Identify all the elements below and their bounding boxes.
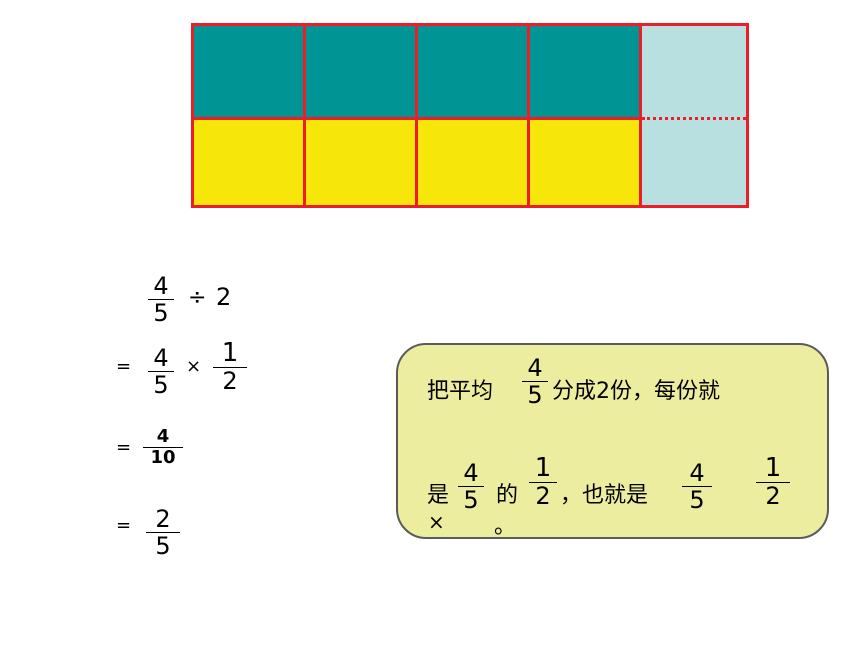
step2-fraction-b: 1 2 — [213, 340, 247, 393]
fraction-model-grid — [191, 23, 749, 208]
grid-cell-remainder — [639, 23, 749, 208]
grid-cell-top-3 — [415, 23, 530, 120]
note-line1-suffix: 分成2份，每份就 — [552, 379, 720, 404]
step3-denominator: 10 — [150, 447, 176, 468]
grid-cell-bottom-3 — [415, 117, 530, 208]
note-line2-numerator-1: 4 — [463, 459, 479, 487]
step1-denominator: 5 — [153, 299, 169, 327]
explanation-box — [396, 343, 829, 539]
grid-cell-top-2 — [303, 23, 418, 120]
note-line2-denominator-2: 2 — [535, 482, 551, 510]
grid-cell-bottom-2 — [303, 117, 418, 208]
step4-denominator: 5 — [155, 532, 171, 560]
note-line2-fraction-3: 4 5 — [682, 461, 712, 512]
note-line2-denominator-4: 2 — [765, 482, 781, 510]
note-line2-numerator-4: 1 — [764, 453, 782, 483]
note-line1-numerator: 4 — [527, 354, 543, 382]
step1-fraction: 4 5 — [148, 274, 174, 325]
note-line2-numerator-3: 4 — [689, 459, 705, 487]
divide-sign: ÷ — [188, 285, 207, 310]
step3-equals: = — [116, 437, 132, 458]
note-line3-end: 。 — [494, 514, 517, 539]
note-line2-fraction-4: 1 2 — [756, 455, 790, 508]
step2-denominator-b: 2 — [222, 367, 238, 395]
note-line2-c: ，也就是 — [560, 483, 649, 508]
step4-equals: = — [116, 515, 132, 536]
note-line3-times: × — [428, 510, 445, 534]
step4-numerator: 2 — [155, 505, 171, 533]
step4-fraction: 2 5 — [146, 507, 180, 558]
grid-cell-bottom-4 — [527, 117, 642, 208]
step2-numerator-a: 4 — [153, 344, 169, 372]
grid-cell-top-4 — [527, 23, 642, 120]
note-line2-denominator-1: 5 — [463, 486, 479, 514]
step2-numerator-b: 1 — [221, 338, 239, 368]
step2-fraction-a: 4 5 — [148, 346, 174, 397]
note-line2-fraction-1: 4 5 — [458, 461, 484, 512]
step1-divisor: 2 — [216, 283, 232, 311]
note-line2-b: 的 — [496, 483, 519, 508]
grid-cell-bottom-1 — [191, 117, 306, 208]
step1-numerator: 4 — [153, 272, 169, 300]
grid-cell-top-1 — [191, 23, 306, 120]
note-line2-fraction-2: 1 2 — [529, 455, 557, 508]
note-line2-a: 是 — [427, 483, 450, 508]
step2-denominator-a: 5 — [153, 371, 169, 399]
note-line1-denominator: 5 — [527, 381, 543, 409]
step2-equals: = — [116, 356, 132, 377]
dotted-divider — [642, 117, 746, 120]
step3-numerator: 4 — [156, 426, 170, 447]
note-line2-numerator-2: 1 — [534, 453, 552, 483]
times-sign: × — [186, 356, 202, 377]
step3-fraction: 4 10 — [143, 428, 183, 467]
note-line1-prefix: 把平均 — [427, 379, 494, 404]
note-line1-fraction: 4 5 — [522, 356, 548, 407]
note-line2-denominator-3: 5 — [689, 486, 705, 514]
